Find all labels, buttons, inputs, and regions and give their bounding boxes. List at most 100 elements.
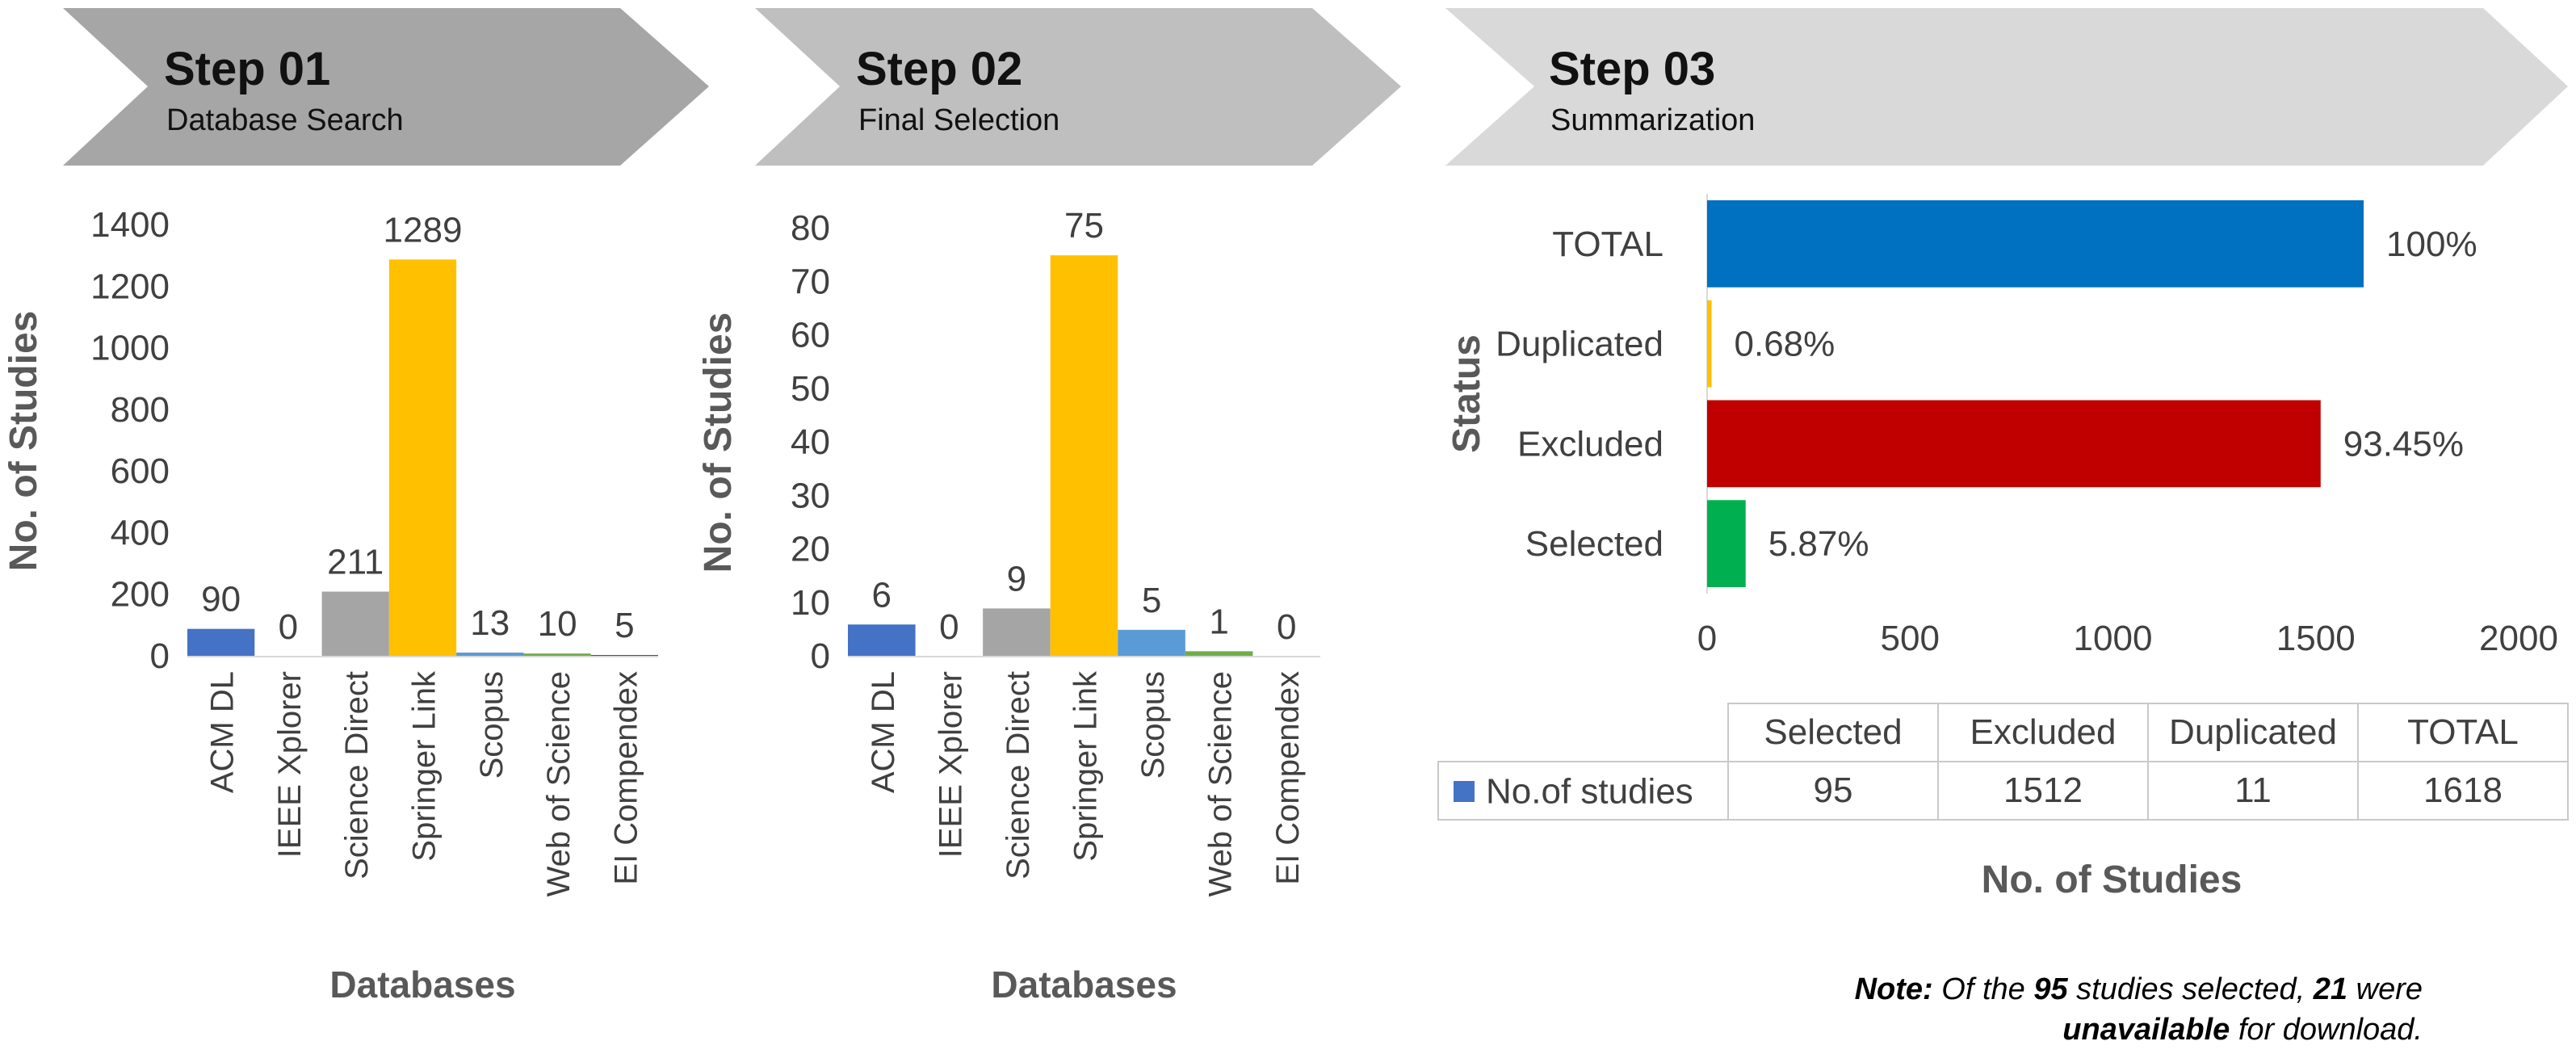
table-cell-selected: 95 xyxy=(1727,761,1939,821)
y-tick-label: 1000 xyxy=(90,329,170,368)
y-axis-title: No. of Studies xyxy=(697,313,740,573)
x-tick-label: 0 xyxy=(1697,619,1717,658)
category-label: Web of Science xyxy=(541,671,577,896)
y-axis-title: No. of Studies xyxy=(2,311,45,572)
step-02-subtitle: Final Selection xyxy=(858,103,1060,137)
category-label: Scopus xyxy=(474,671,510,779)
bar-acm-dl xyxy=(848,624,916,657)
table-header-selected: Selected xyxy=(1727,703,1939,762)
bar-selected xyxy=(1707,500,1746,587)
data-label: 75 xyxy=(1064,206,1104,246)
step-02-title: Step 02 xyxy=(856,43,1023,95)
step-01-title: Step 01 xyxy=(164,43,331,95)
bar-springer-link xyxy=(388,259,457,657)
y-tick-label: 1400 xyxy=(90,205,170,245)
x-tick-label: 500 xyxy=(1881,619,1940,658)
y-tick-label: 600 xyxy=(111,451,170,491)
step-02-banner: Step 02 Final Selection xyxy=(755,8,1401,166)
x-axis-title: Databases xyxy=(991,964,1177,1006)
category-label: EI Compendex xyxy=(608,671,644,885)
table-cell-duplicated: 11 xyxy=(2147,761,2359,821)
data-label: 0 xyxy=(279,607,298,647)
bar-springer-link xyxy=(1050,255,1118,657)
table-header-row: Selected Excluded Duplicated TOTAL xyxy=(1438,703,2569,762)
note-text: Note: Of the 95 studies selected, 21 wer… xyxy=(1615,969,2423,1050)
note-emphasis: unavailable xyxy=(2062,1013,2230,1047)
data-label: 5.87% xyxy=(1768,524,1869,564)
bar-scopus xyxy=(1118,629,1185,657)
legend-swatch xyxy=(1454,781,1475,803)
category-label: Science Direct xyxy=(339,671,375,880)
data-label: 5 xyxy=(1142,581,1161,620)
note-part: Of the xyxy=(1932,972,2034,1006)
bar-scopus xyxy=(456,653,524,657)
y-tick-label: 60 xyxy=(791,316,830,355)
step-01-banner: Step 01 Database Search xyxy=(63,8,709,166)
y-tick-label: 40 xyxy=(791,422,830,462)
bar-acm-dl xyxy=(187,628,255,657)
bar-science-direct xyxy=(983,608,1051,657)
table-cell-excluded: 1512 xyxy=(1937,761,2149,821)
step-03-subtitle: Summarization xyxy=(1550,103,1756,137)
bar-web-of-science xyxy=(523,653,591,657)
table-header-excluded: Excluded xyxy=(1937,703,2149,762)
category-label: Web of Science xyxy=(1203,671,1239,896)
x-axis-title: No. of Studies xyxy=(1982,859,2242,901)
note-number: 21 xyxy=(2313,972,2348,1006)
category-label: IEEE Xplorer xyxy=(272,671,308,858)
y-tick-label: 0 xyxy=(811,636,830,676)
category-label: EI Compendex xyxy=(1270,671,1306,885)
data-label: 211 xyxy=(327,543,384,582)
x-axis-title: Databases xyxy=(329,964,515,1006)
step-03-banner: Step 03 Summarization xyxy=(1445,8,2568,166)
y-tick-label: 70 xyxy=(791,262,830,301)
y-tick-label: 80 xyxy=(791,208,830,248)
data-label: 6 xyxy=(872,575,892,615)
data-label: 0 xyxy=(1277,607,1296,647)
y-tick-label: 1200 xyxy=(90,267,170,306)
bar-science-direct xyxy=(321,591,389,657)
y-tick-label: 30 xyxy=(791,476,830,515)
bar-excluded xyxy=(1707,400,2321,488)
y-tick-label: 10 xyxy=(791,583,830,623)
bar-duplicated xyxy=(1707,300,1712,388)
category-label: Springer Link xyxy=(407,670,443,862)
summarization-chart: 100%TOTAL0.68%Duplicated93.45%Excluded5.… xyxy=(1445,194,2558,901)
note-part: studies selected, xyxy=(2067,972,2314,1006)
x-tick-label: 2000 xyxy=(2479,619,2558,658)
y-axis-title: Status xyxy=(1445,334,1488,453)
data-label: 13 xyxy=(470,603,510,643)
category-label: ACM DL xyxy=(866,671,901,793)
table-header-total: TOTAL xyxy=(2357,703,2569,762)
bar-web-of-science xyxy=(1185,651,1253,657)
category-label: IEEE Xplorer xyxy=(933,671,968,858)
table-row: No.of studies 95 1512 11 1618 xyxy=(1437,761,2569,821)
data-label: 10 xyxy=(538,604,577,644)
y-tick-label: 50 xyxy=(791,369,830,409)
category-label: Springer Link xyxy=(1068,670,1104,862)
note-number: 95 xyxy=(2033,972,2068,1006)
table-cell-total: 1618 xyxy=(2357,761,2569,821)
data-label: 9 xyxy=(1007,559,1026,598)
category-label: Excluded xyxy=(1517,424,1663,464)
note-part: for download. xyxy=(2230,1013,2423,1047)
category-label: Selected xyxy=(1525,524,1663,564)
y-tick-label: 800 xyxy=(111,390,170,430)
table-series-label: No.of studies xyxy=(1486,771,1693,812)
category-label: Scopus xyxy=(1135,671,1171,779)
x-tick-label: 1000 xyxy=(2074,619,2153,658)
step-03-title: Step 03 xyxy=(1549,43,1716,95)
data-label: 0.68% xyxy=(1735,325,1836,364)
data-label: 93.45% xyxy=(2343,424,2464,464)
x-tick-label: 1500 xyxy=(2276,619,2356,658)
y-tick-label: 0 xyxy=(150,636,170,676)
category-label: Duplicated xyxy=(1496,325,1663,364)
data-label: 0 xyxy=(939,607,959,647)
category-label: TOTAL xyxy=(1552,225,1663,264)
data-label: 5 xyxy=(615,606,634,645)
data-label: 1 xyxy=(1209,602,1228,641)
y-tick-label: 200 xyxy=(111,575,170,615)
step-01-subtitle: Database Search xyxy=(166,103,404,137)
